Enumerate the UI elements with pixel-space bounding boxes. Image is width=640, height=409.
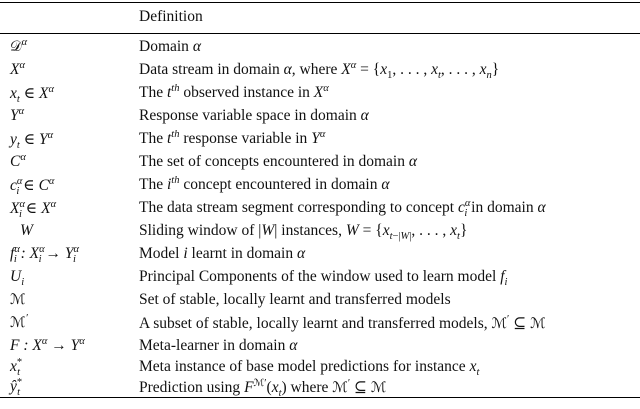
notation-symbol: cαi ∈ Cα: [10, 175, 55, 198]
notation-symbol: ℳ′: [10, 312, 28, 331]
table-row: yt ∈ Yα The tth response variable in Yα: [0, 128, 640, 152]
notation-symbol: xt ∈ Xα: [10, 83, 55, 106]
notation-definition: Data stream in domain α, where Xα = {x1,…: [139, 59, 500, 82]
table-row: Xα Data stream in domain α, where Xα = {…: [0, 59, 640, 82]
notation-symbol: Xαi ∈ Xα: [10, 198, 57, 221]
table-row: x*t Meta instance of base model predicti…: [0, 356, 640, 379]
notation-definition: The set of concepts encountered in domai…: [139, 153, 418, 170]
table-header-rule: [0, 33, 640, 34]
table-row: Yα Response variable space in domain α: [0, 105, 640, 127]
notation-definition: The data stream segment corresponding to…: [139, 197, 546, 220]
table-row: Ui Principal Components of the window us…: [0, 268, 640, 288]
table-top-rule: [0, 2, 640, 4]
notation-symbol: Ui: [10, 268, 25, 289]
table-row: Xαi ∈ Xα The data stream segment corresp…: [0, 197, 640, 221]
notation-definition: Prediction using Fℳ′(xt) where ℳ′ ⊆ ℳ: [139, 377, 387, 400]
notation-definition: Set of stable, locally learnt and transf…: [139, 291, 451, 308]
notation-definition: A subset of stable, locally learnt and t…: [139, 313, 546, 332]
table-bottom-rule: [0, 397, 640, 399]
table-row: ŷ*t Prediction using Fℳ′(xt) where ℳ′ ⊆ …: [0, 376, 640, 400]
table-row: 𝒟α Domain α: [0, 36, 640, 58]
notation-symbol: Cα: [10, 151, 26, 170]
notation-symbol: ŷ*t: [10, 376, 23, 399]
notation-definition: Principal Components of the window used …: [139, 268, 508, 289]
table-row: W Sliding window of |W| instances, W = {…: [0, 222, 640, 242]
notation-symbol: fαi : Xαi → Yαi: [10, 243, 79, 266]
table-row: Cα The set of concepts encountered in do…: [0, 151, 640, 173]
notation-symbol: yt ∈ Yα: [10, 129, 54, 152]
notation-symbol: W: [20, 222, 33, 239]
notation-symbol: Xα: [10, 59, 25, 78]
notation-definition: Model i learnt in domain α: [139, 245, 306, 262]
notation-definition: Domain α: [139, 38, 201, 55]
notation-definition: The tth response variable in Yα: [139, 128, 326, 147]
notation-symbol: x*t: [10, 356, 23, 379]
notation-symbol: F : Xα → Yα: [10, 335, 85, 354]
table-row: fαi : Xαi → Yαi Model i learnt in domain…: [0, 243, 640, 266]
notation-definition: Response variable space in domain α: [139, 107, 369, 124]
column-header-definition: Definition: [139, 8, 203, 25]
notation-definition: Meta-learner in domain α: [139, 337, 298, 354]
notation-definition: The tth observed instance in Xα: [139, 82, 329, 101]
notation-symbol: 𝒟α: [10, 36, 28, 55]
table-row: ℳ′ A subset of stable, locally learnt an…: [0, 312, 640, 334]
notation-definition: Meta instance of base model predictions …: [139, 358, 480, 379]
notation-symbol: ℳ: [10, 292, 26, 308]
table-row: cαi ∈ Cα The ith concept encountered in …: [0, 174, 640, 198]
notation-definition: The ith concept encountered in domain α: [139, 174, 390, 193]
notation-definition: Sliding window of |W| instances, W = {xt…: [139, 222, 468, 243]
table-row: F : Xα → Yα Meta-learner in domain α: [0, 335, 640, 357]
notation-symbol: Yα: [10, 105, 25, 124]
table-row: ℳ Set of stable, locally learnt and tran…: [0, 291, 640, 311]
table-row: xt ∈ Xα The tth observed instance in Xα: [0, 82, 640, 106]
